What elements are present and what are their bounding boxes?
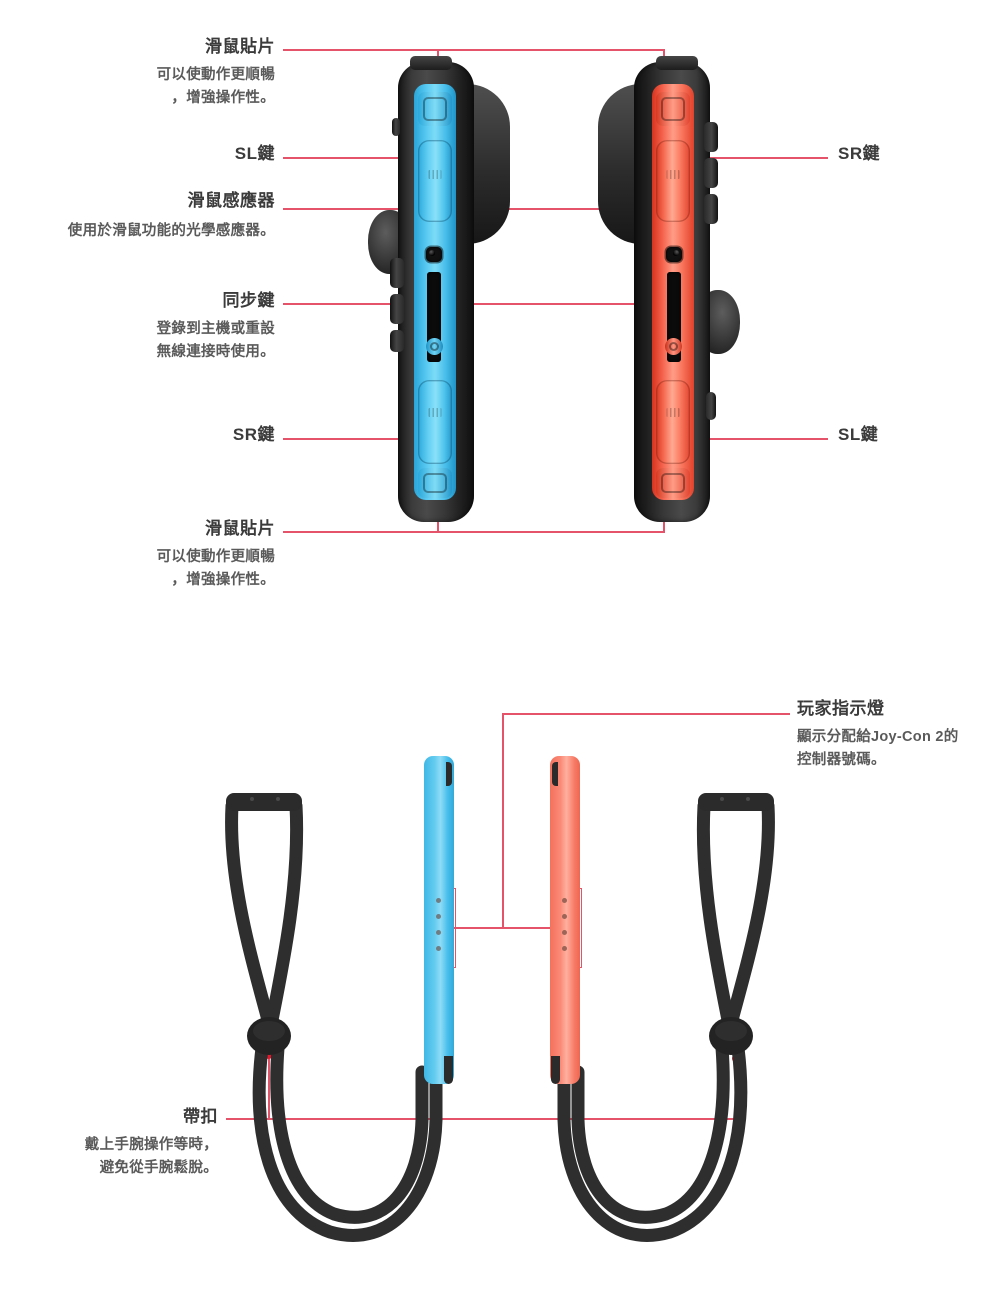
callout-title: 滑鼠貼片: [205, 519, 275, 538]
button-ridges: [428, 408, 442, 417]
joycon-bar-red: [550, 756, 580, 1084]
leader-line-sr: [283, 438, 438, 440]
player-light-3: [562, 930, 567, 935]
sr-button-part: [418, 380, 452, 464]
player-light-1: [562, 898, 567, 903]
callout-title: 滑鼠感應器: [187, 191, 275, 210]
left-joycon-bar: [420, 756, 460, 1086]
joycon-bar-top-cap: [446, 762, 452, 786]
callout-sr-button: SR鍵: [20, 424, 275, 446]
callout-desc-line1: 使用於滑鼠功能的光學感應器。: [67, 223, 275, 240]
callout-desc-line1: 戴上手腕操作等時，: [84, 1137, 218, 1154]
callout-player-indicator-light: 玩家指示燈 顯示分配給Joy-Con 2的 控制器號碼。: [797, 698, 997, 771]
leader-line-player-light-drop: [502, 713, 504, 928]
callout-desc-line2: 無線連接時使用。: [156, 343, 275, 360]
left-joycon-side-view: [368, 56, 510, 522]
joycon-bar-blue: [424, 756, 454, 1084]
callout-desc-line1: 登錄到主機或重設: [156, 321, 275, 338]
callout-mouse-sensor: 滑鼠感應器 使用於滑鼠功能的光學感應器。: [20, 190, 275, 243]
callout-title: SR鍵: [232, 425, 275, 444]
callout-desc-line2: 控制器號碼。: [797, 751, 886, 768]
callout-mouse-pad-bottom: 滑鼠貼片 可以使動作更順暢 ，增強操作性。: [20, 518, 275, 591]
side-button-b: [390, 294, 404, 324]
right-joycon-bar: [544, 756, 584, 1086]
button-ridges: [428, 170, 442, 179]
callout-sl-button-right: SL鍵: [838, 424, 988, 446]
callout-strap-buckle: 帶扣 戴上手腕操作等時， 避免從手腕鬆脫。: [18, 1106, 218, 1179]
joycon-bar-bottom-cap: [444, 1056, 453, 1084]
leader-line-sl: [283, 157, 438, 159]
callout-title: SL鍵: [234, 144, 275, 163]
side-button-a: [390, 258, 404, 288]
callout-desc-line1: 可以使動作更順暢: [156, 549, 275, 566]
callout-title: 帶扣: [183, 1107, 218, 1126]
sync-button-part: [426, 338, 443, 355]
callout-sr-button-right: SR鍵: [838, 143, 988, 165]
callout-mouse-pad-top: 滑鼠貼片 可以使動作更順暢 ，增強操作性。: [20, 36, 275, 109]
player-light-3: [436, 930, 441, 935]
callout-title: SL鍵: [838, 425, 879, 444]
shoulder-tab: [410, 56, 452, 70]
joycon-bar-top-cap: [552, 762, 558, 786]
callout-title: 玩家指示燈: [797, 699, 885, 718]
player-light-4: [562, 946, 567, 951]
sl-button-part: [418, 140, 452, 222]
leader-line-mousepad-bottom: [283, 531, 665, 533]
mouse-sensor-part: [426, 247, 442, 262]
leader-line-mousepad-top: [283, 49, 665, 51]
leader-line-buckle: [226, 1118, 737, 1120]
player-light-2: [562, 914, 567, 919]
leader-line-player-light: [502, 713, 790, 715]
player-light-4: [436, 946, 441, 951]
callout-desc-line1: 顯示分配給Joy-Con 2的: [797, 729, 959, 746]
callout-sync-button: 同步鍵 登錄到主機或重設 無線連接時使用。: [20, 290, 275, 363]
callout-desc-line2: ，增強操作性。: [171, 89, 275, 106]
callout-title: 同步鍵: [222, 291, 275, 310]
left-wrist-strap: [225, 793, 443, 1242]
callout-title: SR鍵: [838, 144, 881, 163]
callout-sl-button: SL鍵: [20, 143, 275, 165]
side-button-top: [392, 118, 400, 136]
joycon-bar-bottom-cap: [551, 1056, 560, 1084]
side-button-c: [390, 330, 404, 352]
callout-desc-line2: ，增強操作性。: [171, 571, 275, 588]
mouse-pad-top-part: [418, 92, 452, 126]
callout-desc-line2: 避免從手腕鬆脫。: [99, 1159, 218, 1176]
callout-title: 滑鼠貼片: [205, 37, 275, 56]
leader-line-sl-right: [663, 438, 828, 440]
player-light-2: [436, 914, 441, 919]
leader-line-player-light-branch: [448, 927, 556, 929]
mouse-pad-bottom-part: [418, 468, 452, 498]
leader-line-sr-right: [663, 157, 828, 159]
player-light-1: [436, 898, 441, 903]
leader-line-sync: [283, 303, 665, 305]
leader-line-buckle-left-rise: [268, 1055, 270, 1119]
callout-desc-line1: 可以使動作更順暢: [156, 67, 275, 84]
right-wrist-strap: [557, 793, 775, 1242]
